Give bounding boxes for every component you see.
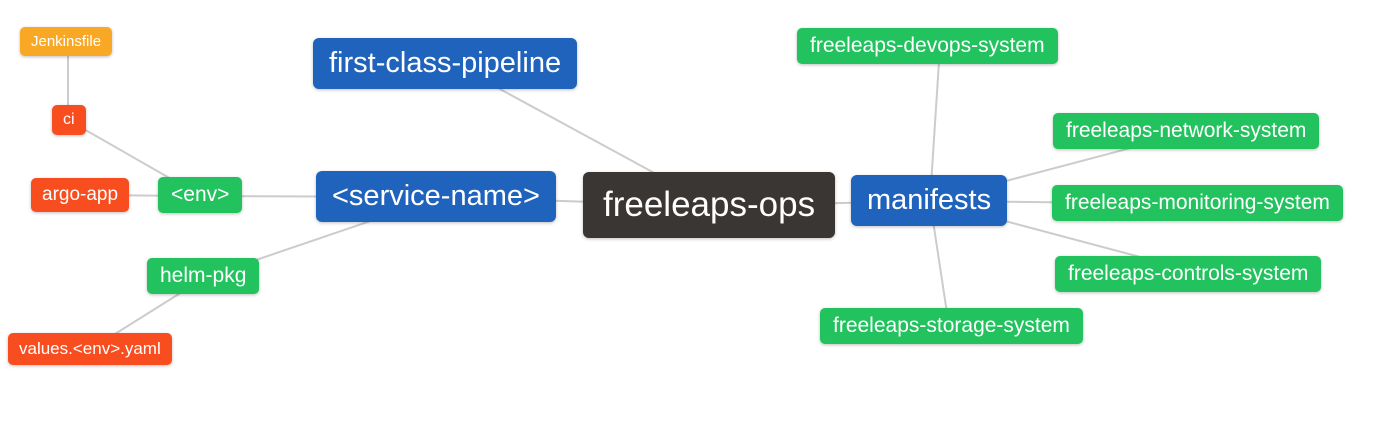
- node-freeleaps-network-system[interactable]: freeleaps-network-system: [1053, 113, 1320, 149]
- node-values-env-yaml[interactable]: values.<env>.yaml: [8, 333, 172, 365]
- node-freeleaps-devops-system[interactable]: freeleaps-devops-system: [797, 28, 1058, 64]
- node-freeleaps-monitoring-system[interactable]: freeleaps-monitoring-system: [1052, 185, 1343, 221]
- node-manifests[interactable]: manifests: [851, 175, 1008, 226]
- node-env[interactable]: <env>: [158, 177, 243, 213]
- node-argo-app[interactable]: argo-app: [31, 178, 130, 212]
- node-helm-pkg[interactable]: helm-pkg: [147, 258, 260, 294]
- node-freeleaps-storage-system[interactable]: freeleaps-storage-system: [820, 308, 1083, 344]
- node-service-name[interactable]: <service-name>: [316, 171, 556, 222]
- node-freeleaps-controls-system[interactable]: freeleaps-controls-system: [1055, 256, 1322, 292]
- node-ci[interactable]: ci: [52, 105, 86, 135]
- node-freeleaps-ops-root[interactable]: freeleaps-ops: [583, 172, 836, 238]
- node-jenkinsfile[interactable]: Jenkinsfile: [20, 27, 113, 56]
- node-first-class-pipeline[interactable]: first-class-pipeline: [313, 38, 578, 89]
